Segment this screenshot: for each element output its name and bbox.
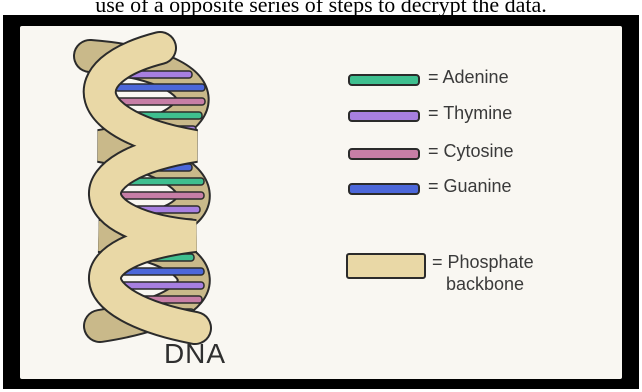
adenine-swatch [348, 74, 420, 86]
caption-text: use of a opposite series of steps to dec… [0, 0, 642, 16]
backbone-label-line1: = Phosphate [432, 251, 534, 273]
backbone-swatch [346, 253, 426, 279]
guanine-swatch [348, 183, 420, 195]
cytosine-swatch [348, 148, 420, 160]
dna-helix-illustration [20, 26, 350, 379]
backbone-label: = Phosphate backbone [432, 251, 534, 295]
base-pair [115, 84, 205, 91]
adenine-label: = Adenine [428, 67, 509, 88]
base-pair [116, 192, 204, 199]
dna-figure: DNA = Adenine = Thymine = Cytosine = Gua… [20, 26, 622, 379]
thymine-label: = Thymine [428, 103, 512, 124]
cytosine-label: = Cytosine [428, 141, 514, 162]
backbone-label-line2: backbone [432, 273, 534, 295]
base-pair [115, 98, 205, 105]
image-frame: DNA = Adenine = Thymine = Cytosine = Gua… [3, 15, 639, 389]
thymine-swatch [348, 110, 420, 122]
dna-label: DNA [140, 338, 250, 370]
guanine-label: = Guanine [428, 176, 512, 197]
